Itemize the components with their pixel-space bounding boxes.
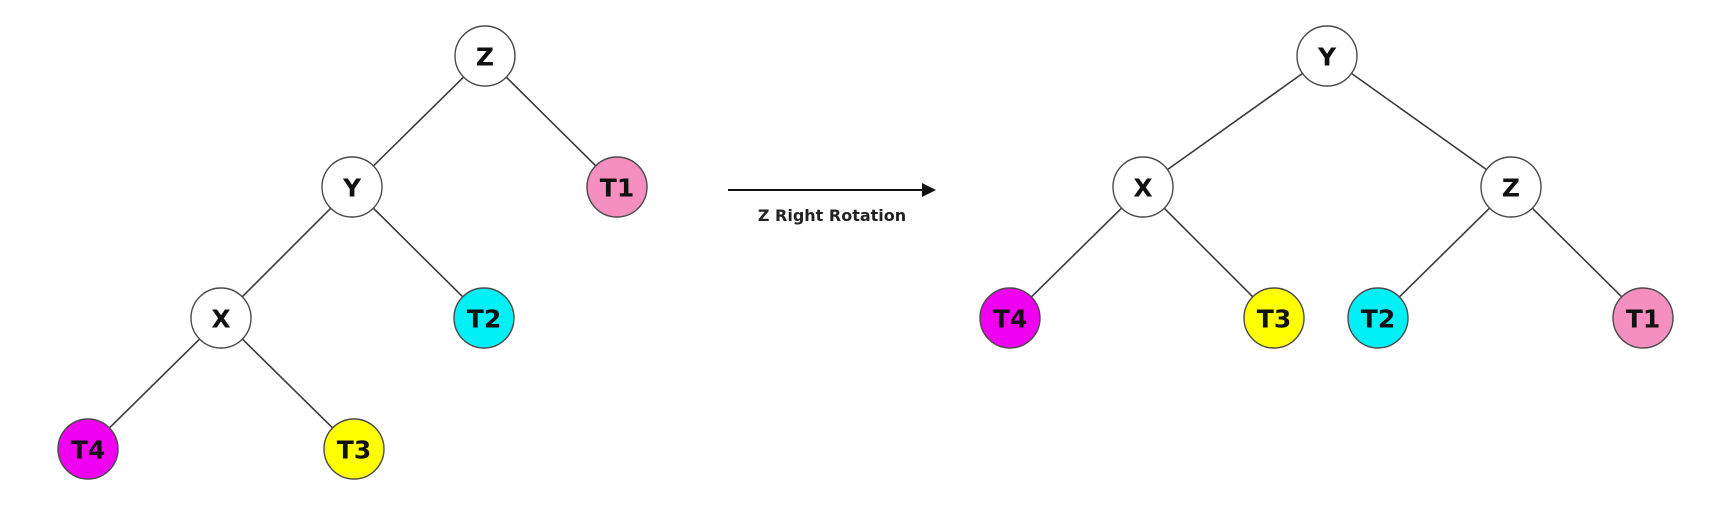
before-node-x-circle	[190, 287, 252, 349]
after-node-t4: T4	[979, 287, 1041, 349]
before-edge-y-t2	[372, 207, 464, 298]
before-edge-z-y	[372, 76, 465, 167]
after-node-x-circle	[1112, 156, 1174, 218]
after-node-y: Y	[1296, 25, 1358, 87]
rotation-caption: Z Right Rotation	[758, 206, 906, 225]
after-node-t3-circle	[1243, 287, 1305, 349]
after-node-z-circle	[1480, 156, 1542, 218]
before-node-y-circle	[321, 156, 383, 218]
before-node-t2: T2	[453, 287, 515, 349]
after-edge-y-z	[1350, 72, 1488, 171]
after-node-t3: T3	[1243, 287, 1305, 349]
after-node-t1-label: T1	[1626, 305, 1660, 334]
before-node-y: Y	[321, 156, 383, 218]
before-node-t4-label: T4	[71, 436, 105, 465]
before-node-t1-circle	[586, 156, 648, 218]
before-node-t2-circle	[453, 287, 515, 349]
after-node-z: Z	[1480, 156, 1542, 218]
after-edge-x-t4	[1030, 207, 1123, 298]
before-node-x-label: X	[211, 305, 230, 334]
before-edge-y-x	[241, 207, 332, 298]
before-node-t1: T1	[586, 156, 648, 218]
before-node-z-circle	[454, 25, 516, 87]
rotation-arrow	[728, 183, 936, 197]
before-node-z: Z	[454, 25, 516, 87]
after-node-y-circle	[1296, 25, 1358, 87]
edges-layer	[108, 72, 1623, 429]
before-edge-x-t3	[241, 338, 334, 429]
after-node-t1-circle	[1612, 287, 1674, 349]
after-node-t2: T2	[1347, 287, 1409, 349]
after-node-t3-label: T3	[1257, 305, 1291, 334]
before-node-t1-label: T1	[600, 174, 634, 203]
after-edge-x-t3	[1163, 207, 1254, 298]
after-edge-z-t1	[1531, 207, 1623, 298]
before-node-y-label: Y	[342, 174, 362, 203]
before-edge-z-t1	[505, 76, 597, 167]
before-node-t3: T3	[323, 418, 385, 480]
before-node-t4-circle	[57, 418, 119, 480]
before-node-t3-circle	[323, 418, 385, 480]
after-node-z-label: Z	[1502, 174, 1520, 203]
after-node-t4-label: T4	[993, 305, 1027, 334]
after-node-t1: T1	[1612, 287, 1674, 349]
before-node-t2-label: T2	[467, 305, 501, 334]
before-node-z-label: Z	[476, 43, 494, 72]
before-edge-x-t4	[108, 338, 201, 429]
before-node-t4: T4	[57, 418, 119, 480]
arrow-head	[922, 183, 936, 197]
after-node-t2-label: T2	[1361, 305, 1395, 334]
after-node-x-label: X	[1133, 174, 1152, 203]
after-edge-y-x	[1166, 72, 1304, 171]
before-node-x: X	[190, 287, 252, 349]
after-node-x: X	[1112, 156, 1174, 218]
after-node-t4-circle	[979, 287, 1041, 349]
after-node-t2-circle	[1347, 287, 1409, 349]
after-edge-z-t2	[1398, 207, 1491, 298]
before-node-t3-label: T3	[337, 436, 371, 465]
after-node-y-label: Y	[1317, 43, 1337, 72]
